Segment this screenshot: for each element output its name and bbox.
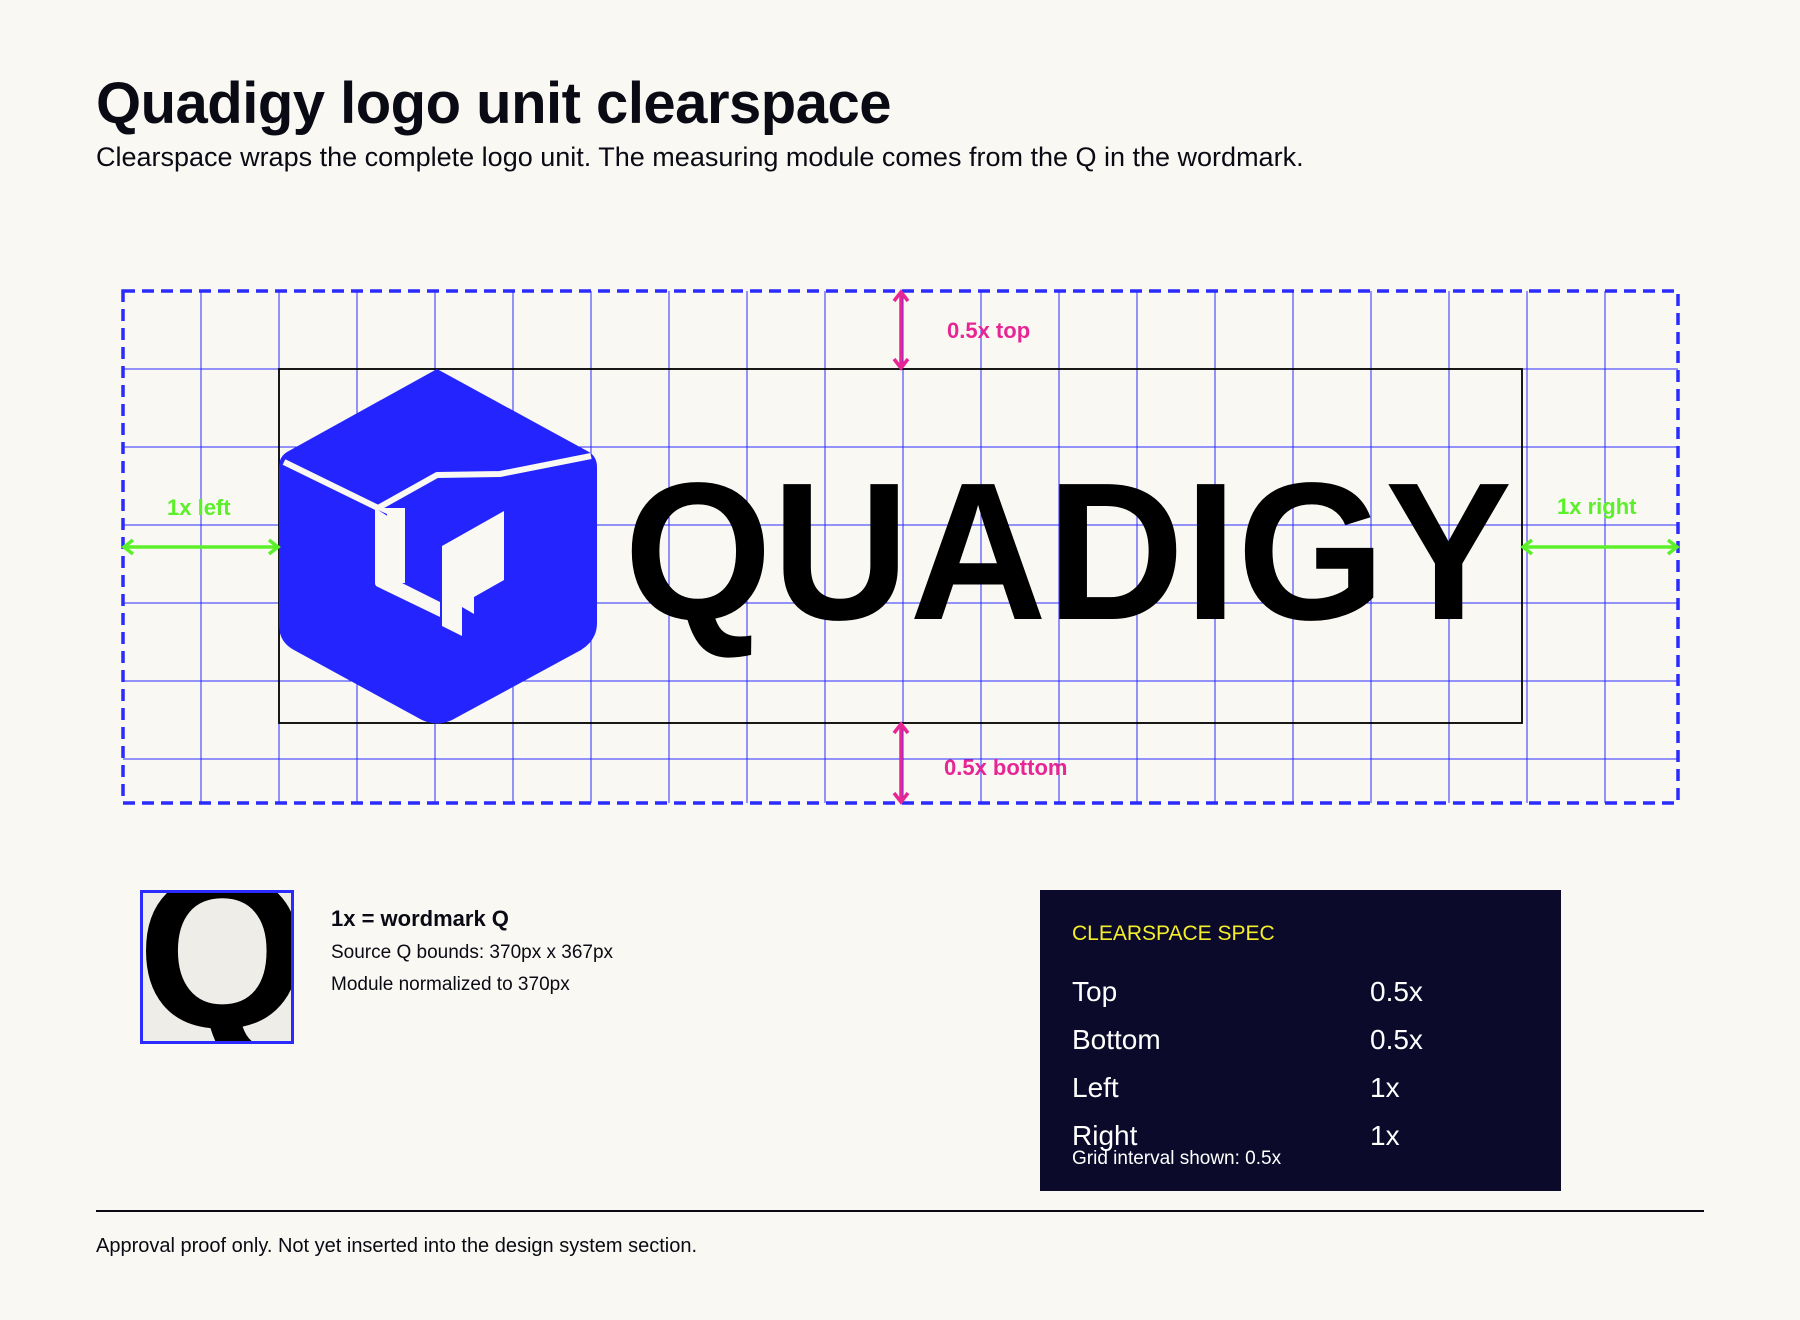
left-clearspace-dimension <box>121 538 281 556</box>
top-clearspace-dimension <box>892 289 910 371</box>
clearspace-diagram: QUADIGY 0.5x top 0.5x bottom 1x left 1x … <box>121 289 1680 805</box>
spec-grid-note: Grid interval shown: 0.5x <box>1072 1148 1282 1169</box>
left-clearspace-label: 1x left <box>167 495 231 520</box>
right-clearspace-label: 1x right <box>1557 494 1637 519</box>
right-clearspace-dimension <box>1520 538 1680 556</box>
module-info: 1x = wordmark Q Source Q bounds: 370px x… <box>331 906 613 1006</box>
module-title: 1x = wordmark Q <box>331 906 509 931</box>
wordmark: QUADIGY <box>624 442 1512 661</box>
bottom-clearspace-dimension <box>892 721 910 805</box>
footer-note: Approval proof only. Not yet inserted in… <box>96 1235 698 1257</box>
clearspace-spec-panel: CLEARSPACE SPEC Top 0.5x Bottom 0.5x Lef… <box>1040 890 1561 1191</box>
spec-key: Right <box>1072 1120 1138 1151</box>
spec-key: Bottom <box>1072 1024 1161 1055</box>
spec-row-top: Top 0.5x <box>1072 976 1532 1007</box>
spec-value: 1x <box>1370 1072 1400 1103</box>
spec-row-right: Right 1x <box>1072 1120 1532 1151</box>
spec-key: Left <box>1072 1072 1119 1103</box>
top-clearspace-label: 0.5x top <box>947 318 1030 343</box>
spec-value: 0.5x <box>1370 976 1423 1007</box>
bottom-clearspace-label: 0.5x bottom <box>944 755 1067 780</box>
spec-value: 0.5x <box>1370 1024 1423 1055</box>
module-source-bounds: Source Q bounds: 370px x 367px <box>331 942 614 963</box>
spec-key: Top <box>1072 976 1118 1007</box>
spec-value: 1x <box>1370 1120 1400 1151</box>
footer-divider <box>96 1210 1704 1212</box>
spec-row-bottom: Bottom 0.5x <box>1072 1024 1532 1055</box>
module-q-glyph: Q <box>143 893 291 1041</box>
page-subtitle: Clearspace wraps the complete logo unit.… <box>96 142 1304 172</box>
module-q-swatch: Q <box>140 890 294 1044</box>
spec-title: CLEARSPACE SPEC <box>1072 922 1275 945</box>
spec-row-left: Left 1x <box>1072 1072 1532 1103</box>
quadigy-mark-icon <box>279 369 597 724</box>
page-title: Quadigy logo unit clearspace <box>96 71 891 136</box>
module-normalized: Module normalized to 370px <box>331 974 570 995</box>
